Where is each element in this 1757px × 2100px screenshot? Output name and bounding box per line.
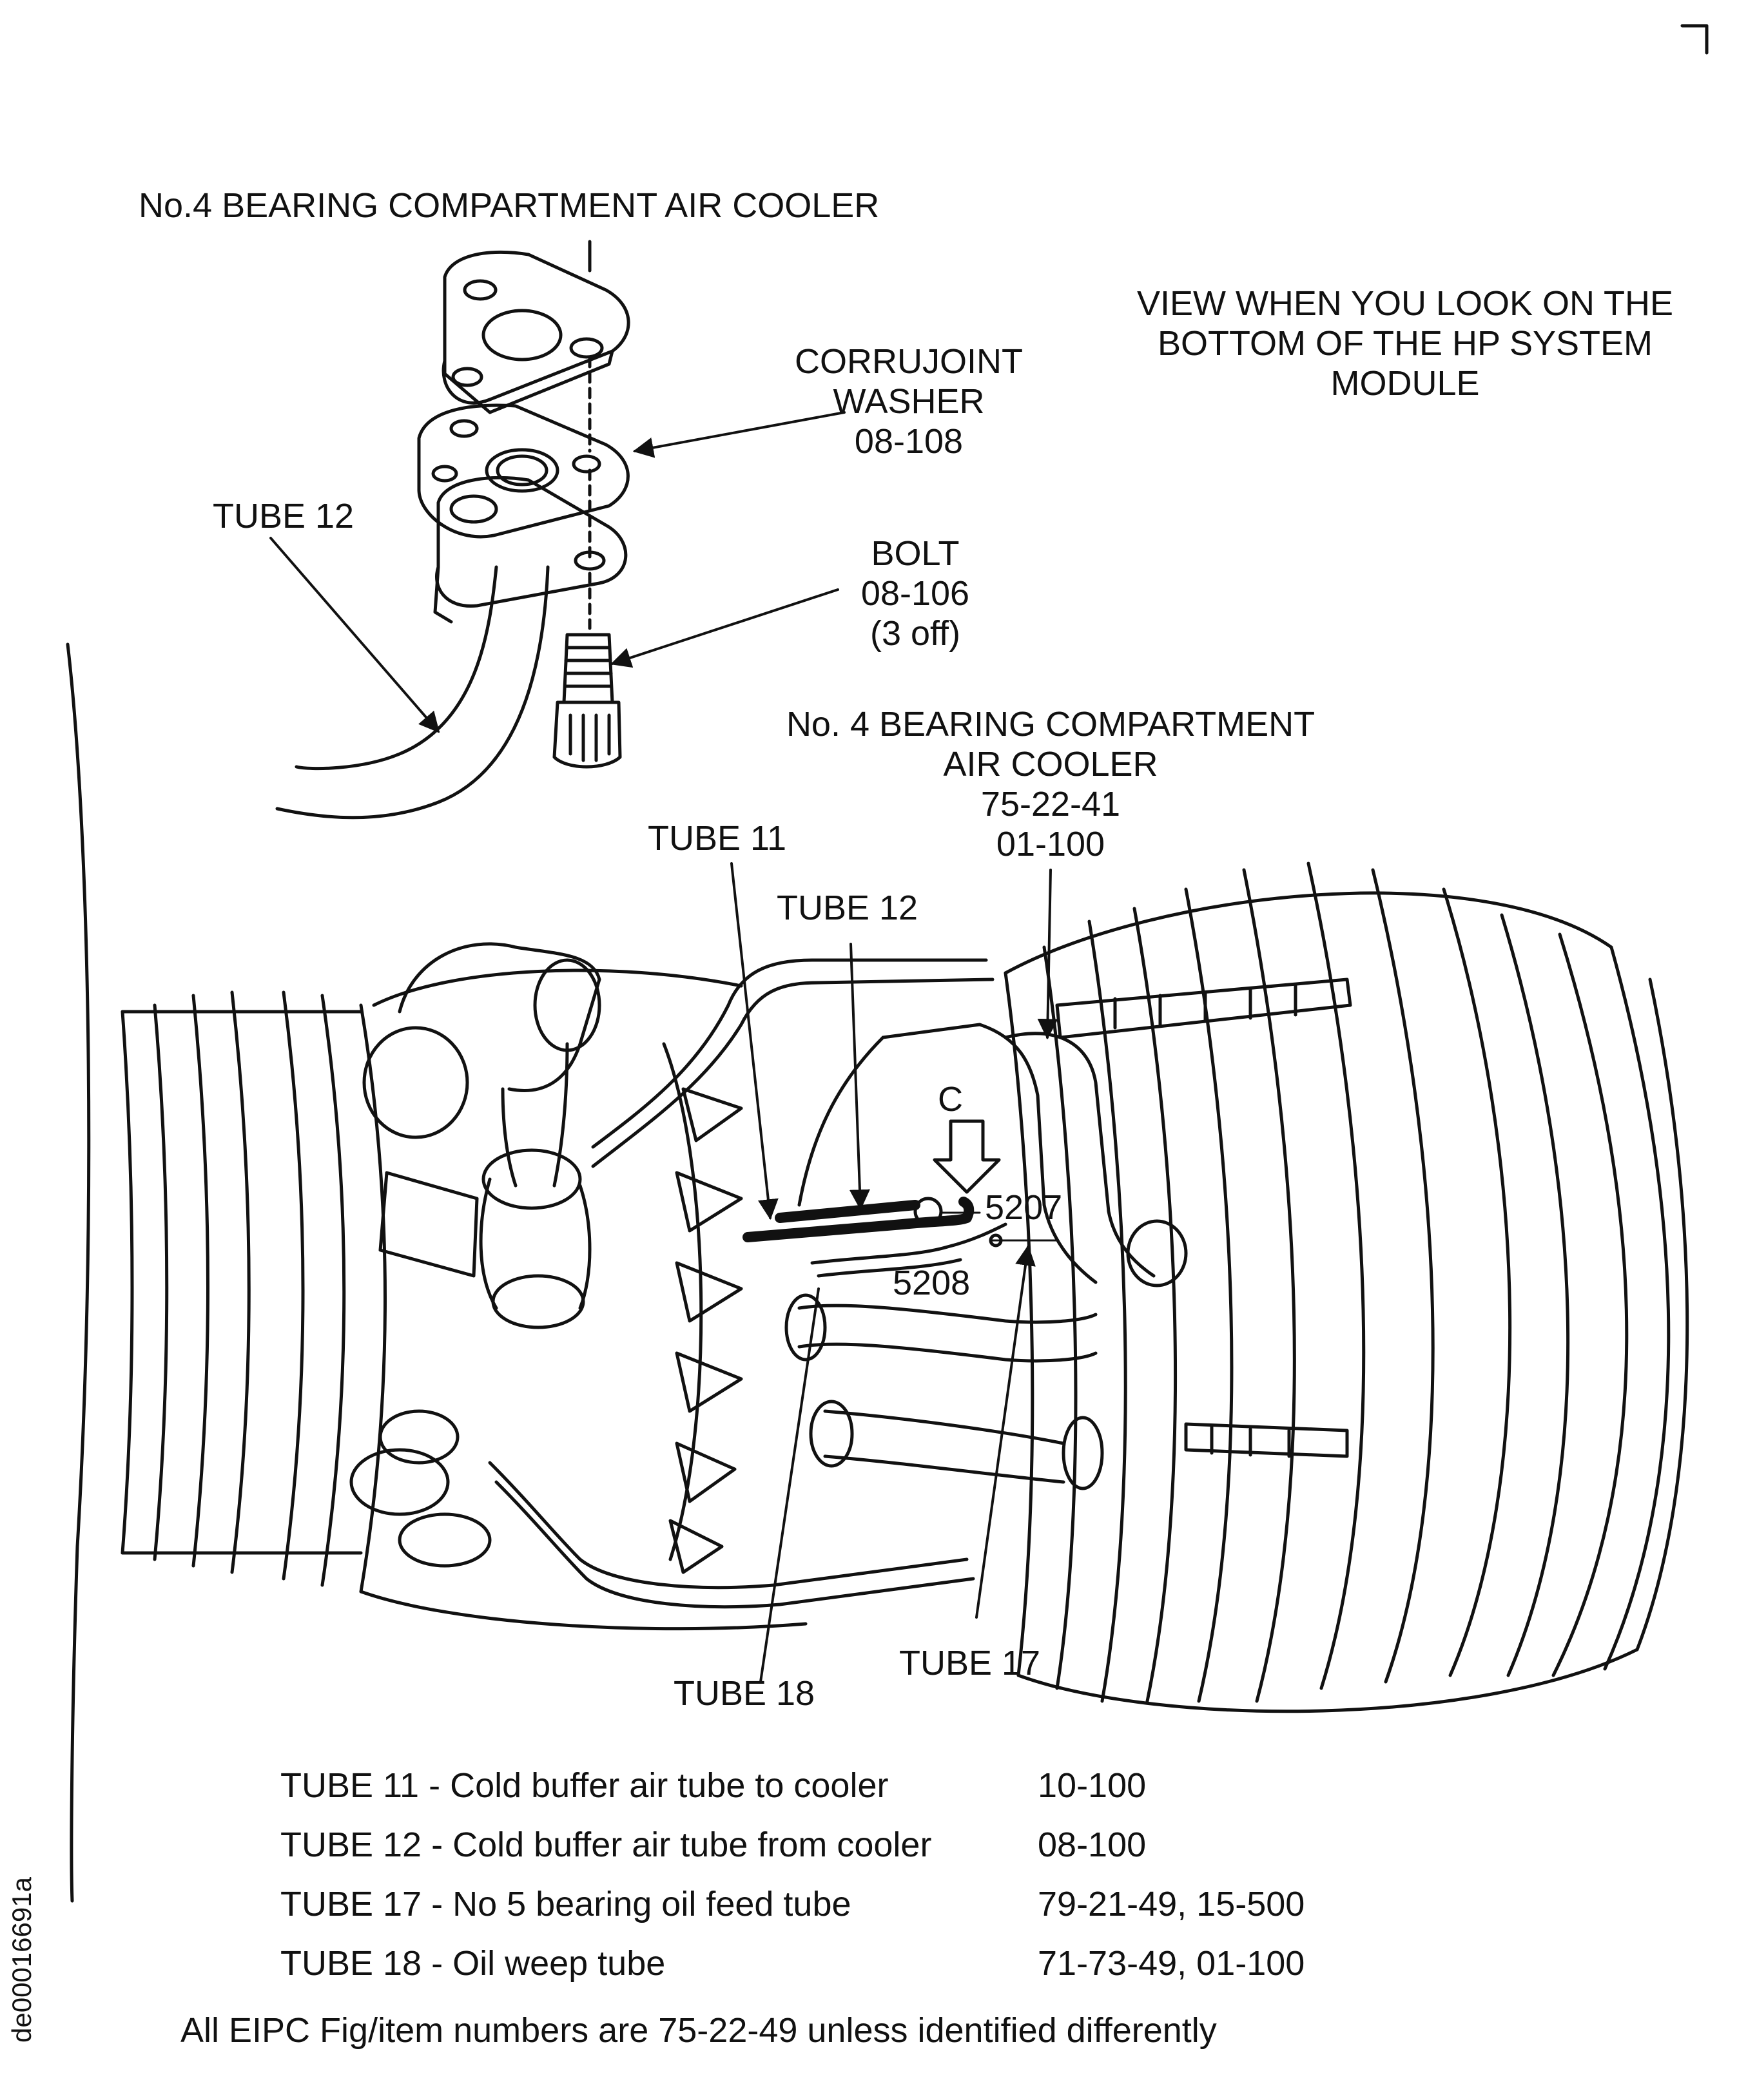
cooler-ref-line-4: 01-100 xyxy=(996,825,1105,863)
legend-ref: 79-21-49, 15-500 xyxy=(1038,1885,1305,1923)
legend-row: TUBE 11 - Cold buffer air tube to cooler… xyxy=(280,1766,1698,1824)
view-note-line-3: MODULE xyxy=(1330,364,1480,403)
top-cooler-label: No.4 BEARING COMPARTMENT AIR COOLER xyxy=(139,186,880,225)
figure-id: de00016691a xyxy=(6,1877,37,2043)
bolt-label: BOLT 08-106 (3 off) xyxy=(831,534,999,653)
cooler-ref-line-2: AIR COOLER xyxy=(943,745,1158,784)
margin-curve xyxy=(66,642,91,1903)
view-note-line-2: BOTTOM OF THE HP SYSTEM xyxy=(1157,324,1653,363)
leader-lines-top xyxy=(269,411,846,733)
washer-label-line-2: WASHER xyxy=(833,382,985,421)
bolt-label-line-1: BOLT xyxy=(871,534,960,573)
cooler-ref-line-3: 75-22-41 xyxy=(980,785,1121,824)
footnote: All EIPC Fig/item numbers are 75-22-49 u… xyxy=(180,2011,1217,2050)
legend-ref: 71-73-49, 01-100 xyxy=(1038,1944,1305,1983)
bolt-label-line-2: 08-106 xyxy=(860,574,970,613)
view-note-line-1: VIEW WHEN YOU LOOK ON THE xyxy=(1136,284,1674,323)
legend-row: TUBE 18 - Oil weep tube 71-73-49, 01-100 xyxy=(280,1943,1698,2001)
ref-5208-label: 5208 xyxy=(893,1264,971,1302)
leader-lines-main xyxy=(730,862,1058,1683)
ref-5207-label: 5207 xyxy=(985,1188,1063,1227)
view-c-label: C xyxy=(938,1080,963,1119)
tube12-label: TUBE 12 xyxy=(777,889,918,927)
engine-module xyxy=(121,862,1689,1713)
tube17-label: TUBE 17 xyxy=(899,1644,1041,1682)
washer-label: CORRUJOINT WASHER 08-108 xyxy=(773,342,1044,461)
cooler-ref-line-1: No. 4 BEARING COMPARTMENT xyxy=(786,705,1315,744)
washer-label-line-1: CORRUJOINT xyxy=(795,342,1023,381)
legend-desc: TUBE 11 - Cold buffer air tube to cooler xyxy=(280,1766,889,1805)
corner-mark xyxy=(1680,24,1709,55)
view-note: VIEW WHEN YOU LOOK ON THE BOTTOM OF THE … xyxy=(1109,284,1702,403)
exploded-assembly xyxy=(275,240,630,820)
tube-highlight xyxy=(743,1197,975,1242)
bolt-label-line-3: (3 off) xyxy=(869,614,961,653)
tube11-label: TUBE 11 xyxy=(648,819,787,858)
legend-desc: TUBE 17 - No 5 bearing oil feed tube xyxy=(280,1885,851,1923)
legend-desc: TUBE 12 - Cold buffer air tube from cool… xyxy=(280,1825,932,1864)
legend-ref: 10-100 xyxy=(1038,1766,1147,1805)
legend-row: TUBE 12 - Cold buffer air tube from cool… xyxy=(280,1825,1698,1883)
washer-label-line-3: 08-108 xyxy=(854,422,964,461)
tube18-label: TUBE 18 xyxy=(674,1674,815,1713)
cooler-ref-label: No. 4 BEARING COMPARTMENT AIR COOLER 75-… xyxy=(773,704,1328,864)
legend-ref: 08-100 xyxy=(1038,1825,1147,1864)
legend-desc: TUBE 18 - Oil weep tube xyxy=(280,1944,666,1983)
legend-row: TUBE 17 - No 5 bearing oil feed tube 79-… xyxy=(280,1884,1698,1942)
tube-thin xyxy=(810,1222,1007,1278)
tube12-top-label: TUBE 12 xyxy=(213,497,354,535)
